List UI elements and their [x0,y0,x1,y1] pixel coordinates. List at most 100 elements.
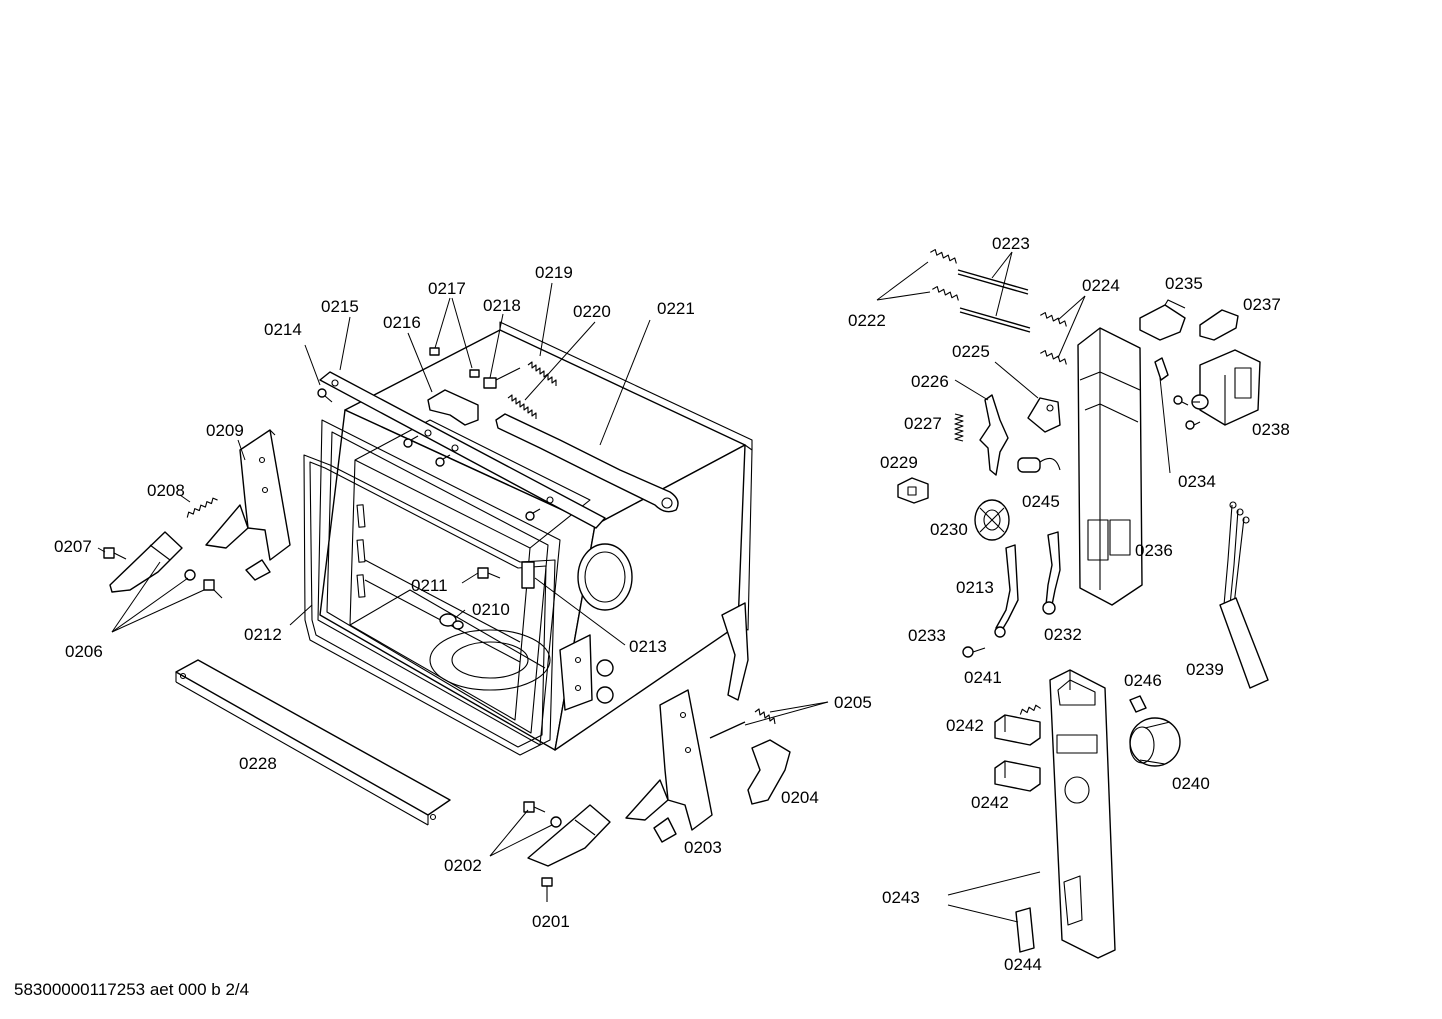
leader-lines [97,251,1171,923]
label-0241: 0241 [964,668,1002,687]
part-0246 [1129,695,1147,713]
spring-0227 [954,413,964,442]
label-0232: 0232 [1044,625,1082,644]
label-0243: 0243 [882,888,920,907]
screw-0207 [103,547,127,560]
label-0244: 0244 [1004,955,1042,974]
spring-0224b [1040,350,1067,365]
bracket-0216 [427,389,479,426]
label-0205: 0205 [834,693,872,712]
part-0204 [747,739,791,805]
label-0245: 0245 [1022,492,1060,511]
label-0230: 0230 [930,520,968,539]
label-0237: 0237 [1243,295,1281,314]
label-0201: 0201 [532,912,570,931]
screw-0214 [317,388,333,403]
rods-0223 [957,269,1031,333]
spring-0224a [1040,312,1067,327]
cable-0239 [1219,501,1269,689]
label-0238: 0238 [1252,420,1290,439]
part-0234 [1154,357,1169,381]
label-0212: 0212 [244,625,282,644]
label-0246: 0246 [1124,671,1162,690]
label-0219: 0219 [535,263,573,282]
fitting-0210 [439,613,464,630]
screw-0201 [541,877,553,902]
screw-small-2 [435,454,451,467]
spring-0219 [527,361,557,386]
label-0217: 0217 [428,279,466,298]
part-0225 [1027,397,1061,433]
part-0237 [1199,309,1239,341]
label-0224: 0224 [1082,276,1120,295]
label-0220: 0220 [573,302,611,321]
pin-spring-0205 [709,708,776,739]
switch-0238 [1173,349,1261,430]
label-0229: 0229 [880,453,918,472]
part-0226 [979,394,1009,476]
panel-0243 [1049,669,1116,959]
screw-small-3 [525,508,541,521]
label-0236: 0236 [1135,541,1173,560]
lever-0221 [495,413,679,513]
spring-0222b [932,286,959,301]
screw-small-1 [403,435,419,448]
label-0211: 0211 [411,576,448,595]
tub-assembly [317,321,753,751]
rail-0228 [175,659,451,826]
label-0227: 0227 [904,414,942,433]
block-0242a [994,714,1041,746]
label-0208: 0208 [147,481,185,500]
label-0203: 0203 [684,838,722,857]
screw-0233 [962,646,986,658]
label-0202: 0202 [444,856,482,875]
label-0218: 0218 [483,296,521,315]
block-0242b [994,760,1041,792]
part-labels: 0201 0202 0203 0204 0205 0206 0207 0208 … [54,234,1290,974]
label-0213-right: 0213 [956,578,994,597]
part-0244 [1015,907,1035,953]
column-0236 [1077,327,1143,606]
spring-0241 [1019,704,1041,715]
top-rail [319,371,606,529]
spring-0222a [930,249,957,264]
label-0213-left: 0213 [629,637,667,656]
spring-0208 [186,497,218,518]
seal-0212 [303,454,556,756]
label-0235: 0235 [1165,274,1203,293]
label-0242-top: 0242 [946,716,984,735]
hook-0213-right [994,544,1019,638]
part-0235 [1139,299,1186,341]
label-0242-bottom: 0242 [971,793,1009,812]
label-0215: 0215 [321,297,359,316]
clip-0217b [469,369,480,378]
document-id: 58300000117253 aet 000 b 2/4 [14,980,250,999]
label-0240: 0240 [1172,774,1210,793]
label-0207: 0207 [54,537,92,556]
label-0206: 0206 [65,642,103,661]
label-0234: 0234 [1178,472,1216,491]
label-0223: 0223 [992,234,1030,253]
hook-0213-tub [521,561,535,589]
label-0204: 0204 [781,788,819,807]
bracket-0209 [205,429,291,581]
label-0226: 0226 [911,372,949,391]
label-0228: 0228 [239,754,277,773]
label-0225: 0225 [952,342,990,361]
label-0210: 0210 [472,600,510,619]
label-0233: 0233 [908,626,946,645]
knob-0240 [1129,717,1181,767]
bracket-0203 [625,689,713,843]
label-0221: 0221 [657,299,695,318]
label-0214: 0214 [264,320,302,339]
label-0222: 0222 [848,311,886,330]
label-0239: 0239 [1186,660,1224,679]
gear-0230 [974,499,1010,541]
part-0245 [1017,457,1061,473]
hinge-0202 [523,801,611,867]
part-0229 [897,477,929,504]
label-0209: 0209 [206,421,244,440]
label-0216: 0216 [383,313,421,332]
spring-0220 [507,394,537,419]
